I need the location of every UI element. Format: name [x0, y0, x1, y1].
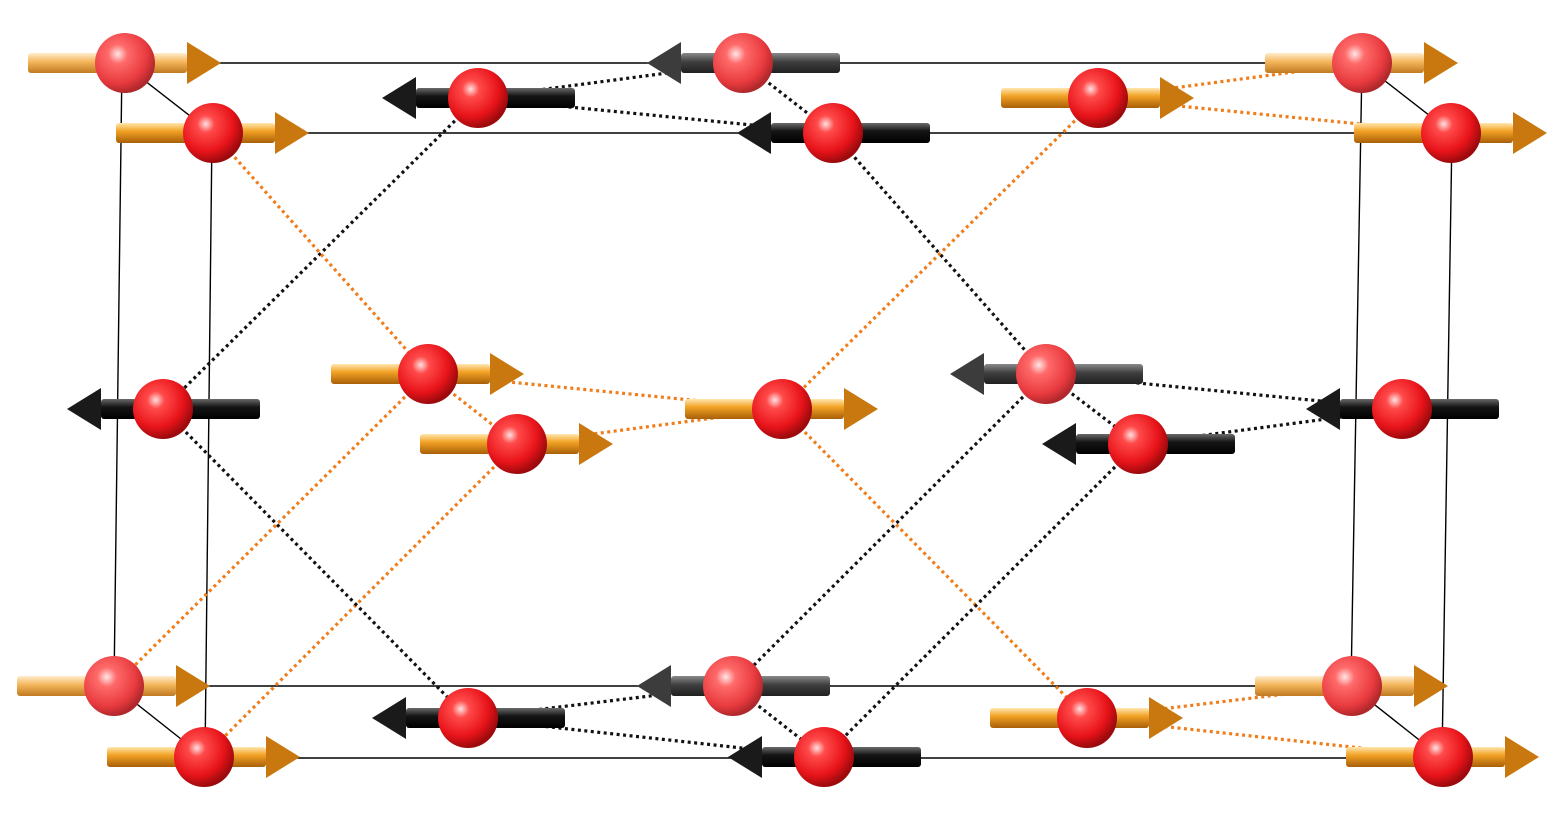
arrow-head [1160, 77, 1194, 119]
spin-up-arrow [1255, 656, 1448, 716]
exchange-bond-line [780, 407, 1089, 720]
spin-down-arrow [1042, 414, 1235, 474]
exchange-bond-line [211, 131, 430, 376]
spin-up-arrow [1346, 727, 1539, 787]
spin-up-arrow [331, 344, 524, 404]
arrow-head [1306, 388, 1340, 430]
spin-sites [17, 33, 1547, 787]
atom-sphere [438, 688, 498, 748]
exchange-bond-line [161, 407, 470, 720]
cell-edge-line [113, 62, 123, 687]
arrow-head [1149, 697, 1183, 739]
exchange-bond-line [831, 131, 1048, 376]
spin-up-arrow [990, 688, 1183, 748]
arrow-head [67, 388, 101, 430]
atom-sphere [183, 103, 243, 163]
atom-sphere [1057, 688, 1117, 748]
atom-sphere [794, 727, 854, 787]
spin-down-arrow [382, 68, 575, 128]
atom-sphere [713, 33, 773, 93]
atom-sphere [1322, 656, 1382, 716]
cell-edge-line [1350, 62, 1363, 687]
exchange-bond-line [822, 442, 1140, 759]
arrow-head [266, 736, 300, 778]
spin-down-arrow [737, 103, 930, 163]
spin-up-arrow [116, 103, 309, 163]
spin-up-arrow [685, 379, 878, 439]
exchange-bond-line [780, 96, 1100, 411]
arrow-head [1042, 423, 1076, 465]
atom-sphere [398, 344, 458, 404]
atom-sphere [803, 103, 863, 163]
spin-down-arrow [950, 344, 1143, 404]
atom-sphere [1108, 414, 1168, 474]
spin-up-arrow [420, 414, 613, 474]
spin-down-arrow [1306, 379, 1499, 439]
atom-sphere [1372, 379, 1432, 439]
arrow-head [647, 42, 681, 84]
arrow-head [372, 697, 406, 739]
arrow-head [382, 77, 416, 119]
arrow-head [637, 665, 671, 707]
spin-up-arrow [28, 33, 221, 93]
arrow-head [950, 353, 984, 395]
arrow-head [187, 42, 221, 84]
atom-sphere [1016, 344, 1076, 404]
atom-sphere [84, 656, 144, 716]
atom-sphere [133, 379, 193, 439]
arrow-head [176, 665, 210, 707]
arrow-head [1505, 736, 1539, 778]
atom-sphere [448, 68, 508, 128]
spin-down-arrow [647, 33, 840, 93]
arrow-head [728, 736, 762, 778]
arrow-head [275, 112, 309, 154]
arrow-head [737, 112, 771, 154]
cell-edge-line [1441, 132, 1453, 759]
spin-down-arrow [637, 656, 830, 716]
spin-up-arrow [107, 727, 300, 787]
arrow-head [1424, 42, 1458, 84]
spin-down-arrow [372, 688, 565, 748]
spin-up-arrow [1001, 68, 1194, 128]
cell-edge-line [204, 132, 213, 759]
atom-sphere [703, 656, 763, 716]
spin-up-arrow [1265, 33, 1458, 93]
spin-up-arrow [17, 656, 210, 716]
atom-sphere [1413, 727, 1473, 787]
atom-sphere [1068, 68, 1128, 128]
arrow-head [579, 423, 613, 465]
arrow-head [844, 388, 878, 430]
exchange-bond-line [161, 96, 480, 411]
atom-sphere [752, 379, 812, 439]
atom-sphere [174, 727, 234, 787]
arrow-head [1513, 112, 1547, 154]
atom-sphere [487, 414, 547, 474]
exchange-bond-line [112, 372, 430, 688]
atom-sphere [1421, 103, 1481, 163]
arrow-head [1414, 665, 1448, 707]
spin-down-arrow [728, 727, 921, 787]
arrow-head [490, 353, 524, 395]
atom-sphere [1332, 33, 1392, 93]
spin-down-arrow [67, 379, 260, 439]
spin-up-arrow [1354, 103, 1547, 163]
exchange-bond-line [202, 442, 519, 759]
exchange-bond-line [731, 372, 1048, 688]
atom-sphere [95, 33, 155, 93]
